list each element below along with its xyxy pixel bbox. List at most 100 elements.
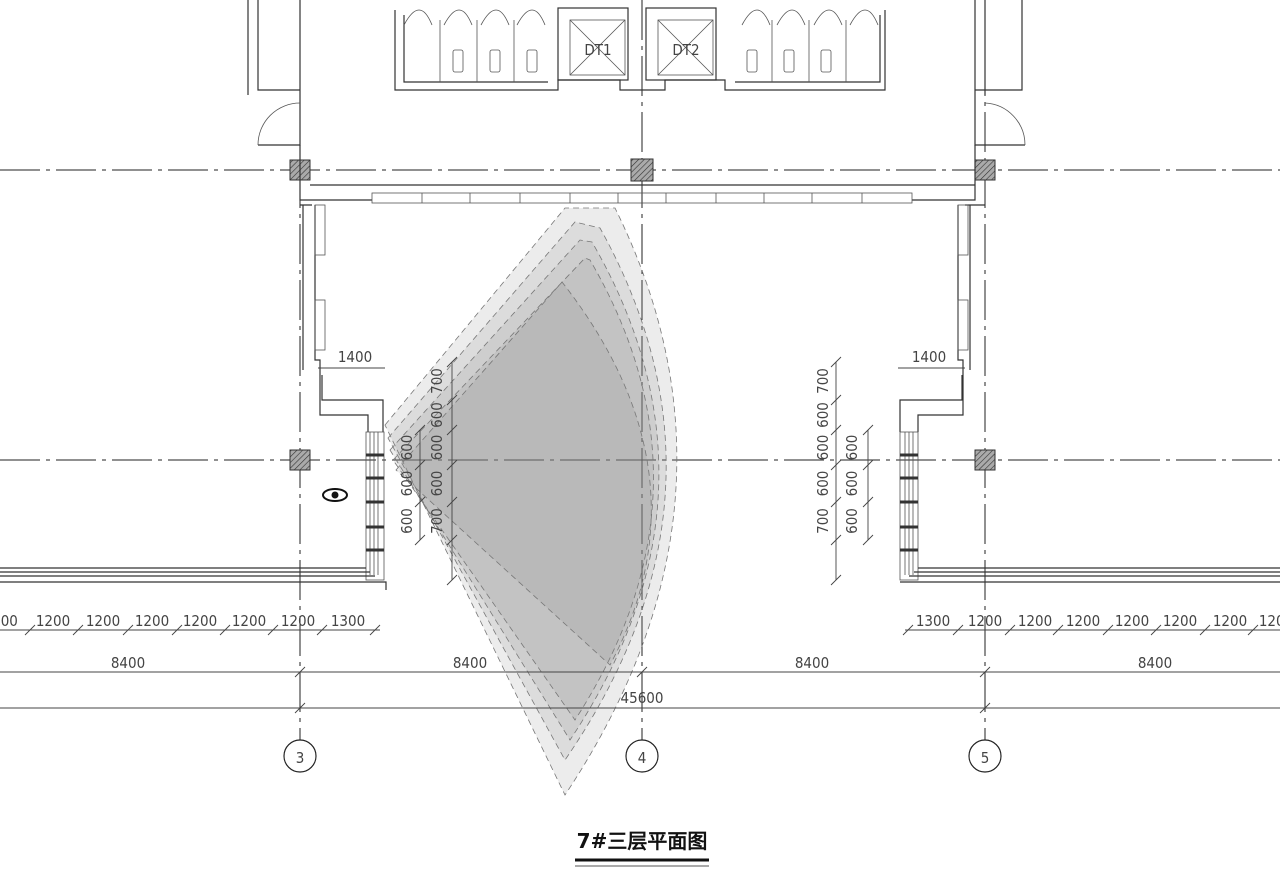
dim-value: 600 [428, 435, 446, 461]
view-cone-layer [389, 239, 660, 741]
dim-value: 600 [398, 435, 416, 461]
dim-tick [414, 459, 426, 471]
dim-tick [952, 624, 964, 636]
dim-tick [294, 666, 306, 678]
dim-tick [830, 534, 842, 546]
axis-bubble: 4 [625, 739, 659, 773]
curtain-wall-left [365, 431, 385, 581]
curtain-wall-right [899, 431, 919, 581]
dim-total: 45600 [621, 689, 664, 707]
elevator-label: DT1 [584, 41, 611, 59]
dim-tick [294, 702, 306, 714]
axis-label: 4 [638, 749, 647, 767]
dim-tick [267, 624, 279, 636]
dim-tick [72, 624, 84, 636]
dim-tick [1247, 624, 1259, 636]
drawing-title: 7#三层平面图 [577, 829, 708, 853]
dim-tick [1004, 624, 1016, 636]
dim-tick [830, 574, 842, 586]
dim-tick [862, 424, 874, 436]
dim-value: 700 [814, 508, 832, 534]
dim-value: 1200 [968, 612, 1002, 630]
dim-value: 600 [398, 471, 416, 497]
dim-tick [219, 624, 231, 636]
view-cone-layer [387, 221, 667, 761]
structural-columns [289, 158, 996, 471]
upper-core: DT1 DT2 [247, 0, 1026, 146]
dim-value: 1200 [1066, 612, 1100, 630]
dim-bay: 8400 [111, 654, 145, 672]
dim-tick [830, 424, 842, 436]
dim-value: 600 [814, 402, 832, 428]
dim-tick [1199, 624, 1211, 636]
elevator-label: DT2 [672, 41, 699, 59]
dim-value: 700 [428, 508, 446, 534]
dim-tick [1052, 624, 1064, 636]
dim-bay: 8400 [1138, 654, 1172, 672]
dim-tick [830, 496, 842, 508]
dim-bay: 8400 [453, 654, 487, 672]
dim-tick [979, 702, 991, 714]
dim-tick [1102, 624, 1114, 636]
dim-tick [316, 624, 328, 636]
dim-tick [414, 534, 426, 546]
dim-tick [369, 624, 381, 636]
elevator-dt2: DT2 [645, 7, 717, 81]
axis-bubbles: 3 4 5 [283, 739, 1002, 773]
dim-tick [446, 394, 458, 406]
dim-value: 600 [428, 471, 446, 497]
dim-tick [1150, 624, 1162, 636]
dim-value: 600 [428, 402, 446, 428]
dim-tick [446, 356, 458, 368]
dim-tick [414, 424, 426, 436]
dim-value: 1200 [1213, 612, 1247, 630]
dim-value: 1300 [331, 612, 365, 630]
dim-value: 1200 [1018, 612, 1052, 630]
view-cone-layer [395, 281, 652, 666]
dim-value: 600 [814, 435, 832, 461]
dim-tick [24, 624, 36, 636]
eye-icon[interactable] [322, 488, 348, 502]
dim-tick [414, 496, 426, 508]
dim-tick [446, 424, 458, 436]
dim-value: 1200 [36, 612, 70, 630]
dim-right-width: 1400 [912, 348, 946, 366]
dim-value: 200 [0, 612, 18, 630]
hall-walls [0, 145, 1280, 590]
dim-value: 1200 [183, 612, 217, 630]
dim-value: 700 [428, 368, 446, 394]
camera-view-cone [384, 207, 678, 796]
dim-tick [830, 356, 842, 368]
dim-value: 1200 [1259, 612, 1280, 630]
dim-tick [446, 534, 458, 546]
view-cone-layer [384, 207, 678, 796]
dim-tick [830, 459, 842, 471]
axis-label: 3 [296, 749, 305, 767]
dim-value: 600 [843, 435, 861, 461]
dim-tick [446, 574, 458, 586]
dimension-annotations: 1400 1400 45600 700 600 600 600 700 600 600 600… [0, 348, 1280, 714]
dim-value: 1200 [1163, 612, 1197, 630]
elevator-dt1: DT1 [557, 7, 629, 81]
dim-value: 700 [814, 368, 832, 394]
dim-value: 1200 [135, 612, 169, 630]
dim-tick [979, 666, 991, 678]
dim-tick [446, 459, 458, 471]
dim-value: 1200 [232, 612, 266, 630]
dim-tick [636, 666, 648, 678]
dim-value: 600 [843, 508, 861, 534]
view-cone-layer [392, 257, 654, 721]
dim-tick [122, 624, 134, 636]
dim-bay: 8400 [795, 654, 829, 672]
dim-tick [171, 624, 183, 636]
dim-tick [862, 534, 874, 546]
axis-bubble: 3 [283, 739, 317, 773]
dim-tick [862, 459, 874, 471]
dim-tick [446, 496, 458, 508]
dim-left-width: 1400 [338, 348, 372, 366]
dim-value: 1300 [916, 612, 950, 630]
axis-label: 5 [981, 749, 990, 767]
dim-tick [862, 496, 874, 508]
dim-value: 600 [814, 471, 832, 497]
